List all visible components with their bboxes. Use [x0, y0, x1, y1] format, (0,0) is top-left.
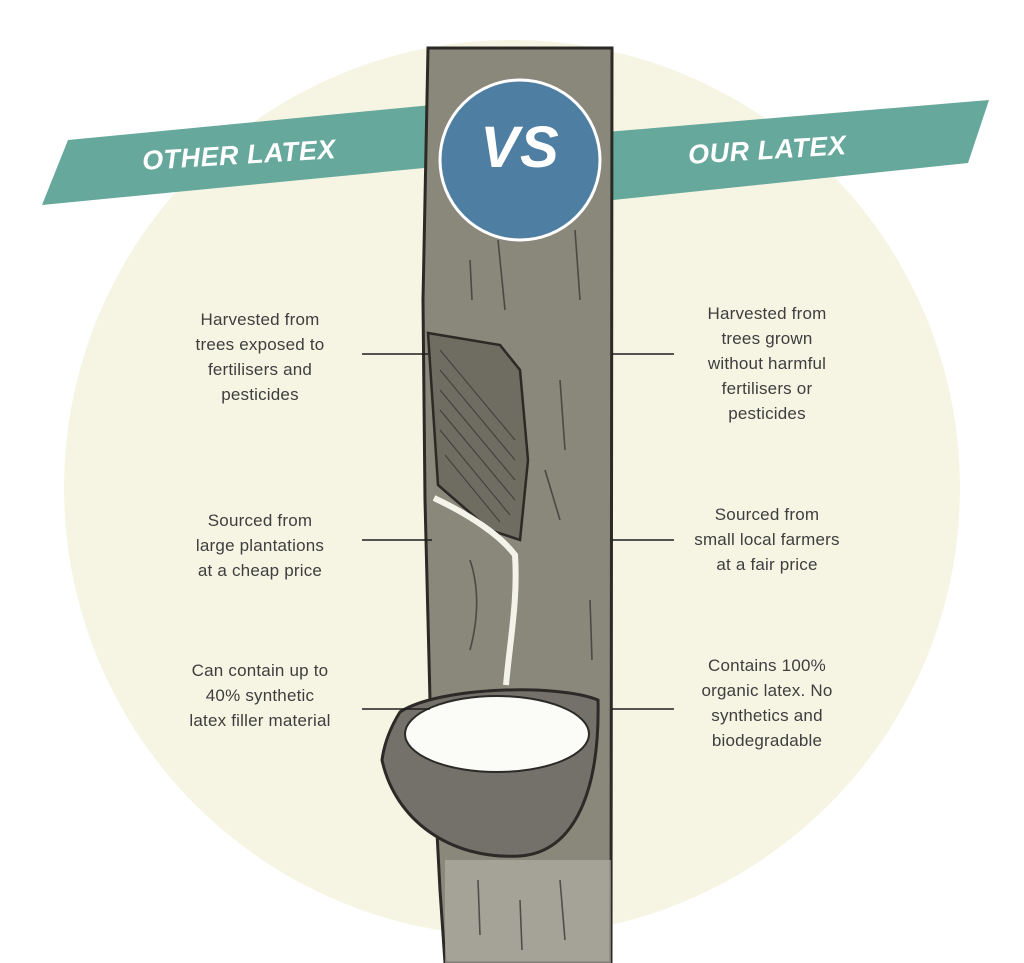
left-banner: [42, 102, 463, 205]
right-banner: [594, 100, 989, 202]
connector-lines: [362, 353, 674, 710]
vs-badge: [438, 78, 602, 242]
right-item-composition: Contains 100% organic latex. No syntheti…: [701, 656, 833, 750]
latex-in-cup: [404, 695, 590, 773]
left-item-fertilisers: Harvested from trees exposed to fertilis…: [195, 310, 325, 404]
vs-label: VS: [480, 115, 560, 180]
tree-trunk-illustration: [380, 46, 614, 963]
left-item-sourcing: Sourced from large plantations at a chea…: [195, 511, 325, 580]
latex-drip: [432, 495, 519, 686]
right-item-sourcing: Sourced from small local farmers at a fa…: [694, 505, 840, 574]
right-item-fertilisers: Harvested from trees grown without harmf…: [707, 304, 827, 423]
left-item-composition: Can contain up to 40% synthetic latex fi…: [189, 661, 331, 730]
bark-cut: [426, 331, 530, 542]
